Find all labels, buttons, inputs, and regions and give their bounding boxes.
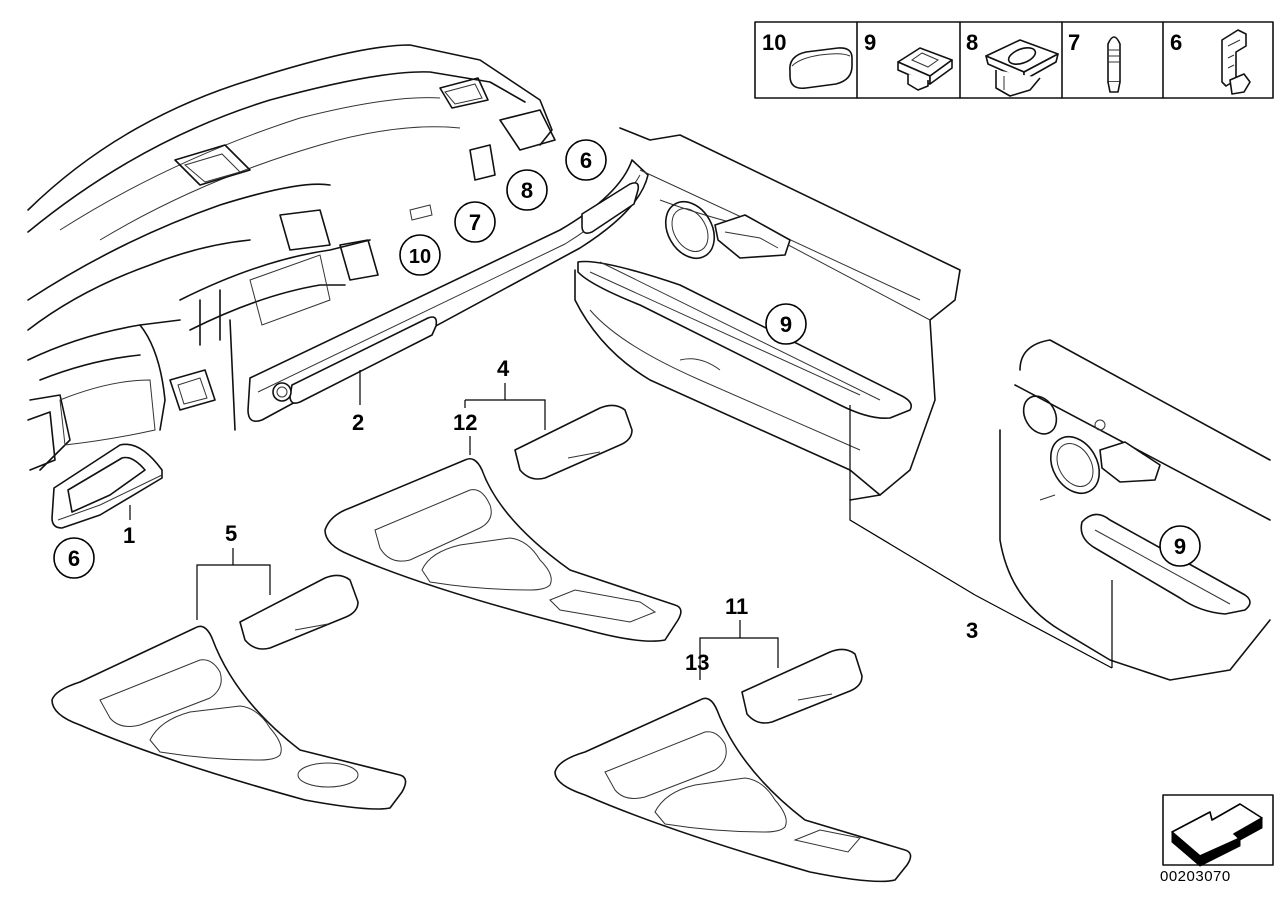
diagram-reference-number: 00203070 bbox=[1160, 868, 1231, 885]
side-trim-part-1 bbox=[51, 443, 163, 529]
callout-2: 2 bbox=[352, 410, 364, 435]
console-cover-part-4 bbox=[514, 404, 633, 480]
console-trim-part-5 bbox=[51, 625, 407, 810]
callout-9-rear: 9 bbox=[1174, 534, 1186, 559]
legend-box: 10 9 8 7 6 bbox=[754, 21, 1274, 99]
bracket-clip-icon bbox=[1221, 29, 1251, 95]
callout-10: 10 bbox=[409, 246, 431, 268]
oval-cap-icon bbox=[789, 47, 853, 90]
console-cover-part-11 bbox=[741, 648, 863, 724]
callout-6-dash: 6 bbox=[580, 148, 592, 173]
grommet-icon bbox=[985, 39, 1059, 97]
legend-number-7: 7 bbox=[1068, 30, 1080, 55]
dashboard-assembly bbox=[27, 44, 556, 471]
callout-11: 11 bbox=[725, 594, 748, 619]
orientation-arrow-box bbox=[1162, 794, 1274, 867]
console-cover-part-5 bbox=[239, 574, 359, 650]
callout-5: 5 bbox=[225, 521, 237, 546]
callout-6-side: 6 bbox=[68, 546, 80, 571]
callout-7: 7 bbox=[469, 210, 481, 235]
callout-13: 13 bbox=[685, 650, 709, 675]
console-trim-part-12 bbox=[324, 457, 682, 642]
callout-3: 3 bbox=[966, 618, 978, 643]
rear-door-panel bbox=[999, 339, 1271, 681]
leader-lines bbox=[129, 370, 1113, 680]
callout-1: 1 bbox=[123, 523, 135, 548]
legend-number-6: 6 bbox=[1170, 30, 1182, 55]
square-clip-icon bbox=[897, 47, 953, 91]
callout-9-front: 9 bbox=[780, 312, 792, 337]
callout-12: 12 bbox=[453, 410, 477, 435]
legend-number-9: 9 bbox=[864, 30, 876, 55]
console-trim-part-13 bbox=[554, 697, 912, 883]
front-door-panel bbox=[574, 127, 961, 501]
callout-4: 4 bbox=[497, 356, 510, 381]
pin-icon bbox=[1107, 36, 1121, 93]
callout-8: 8 bbox=[521, 178, 533, 203]
callout-labels: 1 2 3 4 5 11 12 13 6 6 7 8 9 9 10 bbox=[53, 139, 1201, 675]
dash-trim-strip-part-2 bbox=[247, 159, 649, 423]
legend-number-8: 8 bbox=[966, 30, 978, 55]
legend-number-10: 10 bbox=[762, 30, 786, 55]
